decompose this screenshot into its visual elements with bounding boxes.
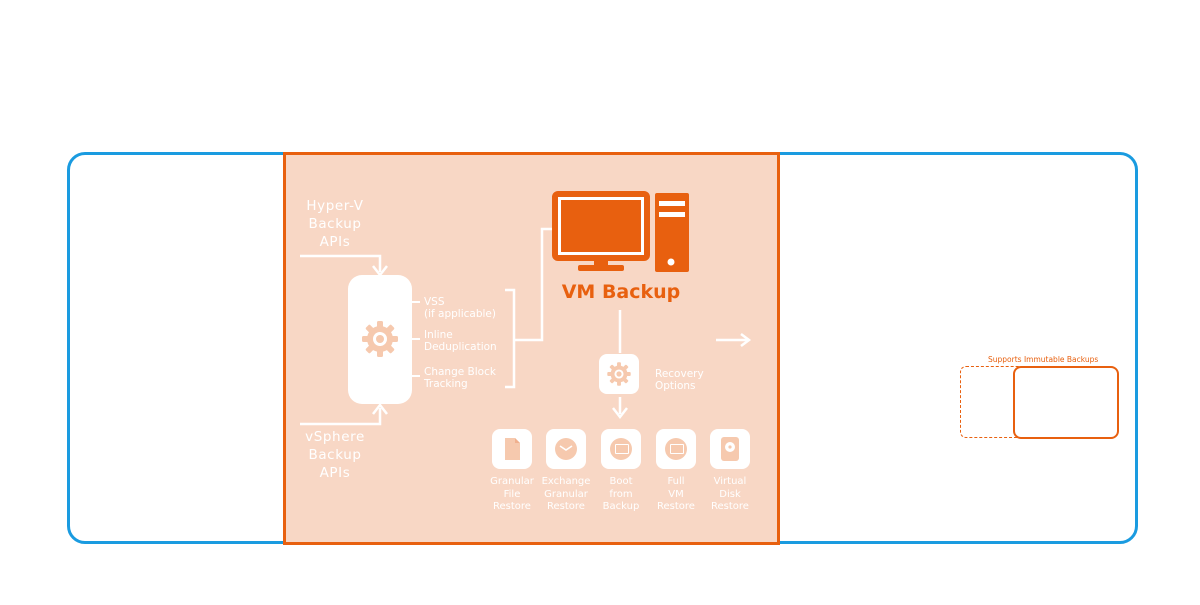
storage-dashed-outline bbox=[960, 366, 1020, 438]
gear-icon bbox=[607, 362, 631, 386]
hyperv-apis-label: Hyper-V Backup APIs bbox=[306, 198, 364, 250]
computer-icon bbox=[552, 191, 689, 272]
recovery-options-tile bbox=[599, 354, 639, 394]
vsphere-apis-label: vSphere Backup APIs bbox=[305, 429, 365, 481]
immutable-storage-box bbox=[1013, 366, 1119, 439]
granular-file-restore-tile bbox=[492, 429, 532, 469]
gear-icon bbox=[362, 321, 398, 357]
monitor-icon bbox=[665, 438, 687, 460]
monitor-icon bbox=[610, 438, 632, 460]
exchange-granular-restore-tile bbox=[546, 429, 586, 469]
virtual-disk-restore-tile bbox=[710, 429, 750, 469]
mail-icon bbox=[555, 438, 577, 460]
processing-engine bbox=[348, 275, 412, 404]
immutable-backups-label: Supports Immutable Backups bbox=[988, 355, 1099, 364]
full-vm-restore-tile bbox=[656, 429, 696, 469]
boot-from-backup-tile bbox=[601, 429, 641, 469]
file-icon bbox=[505, 438, 520, 460]
vm-backup-title: VM Backup bbox=[561, 281, 681, 303]
disk-icon bbox=[721, 437, 739, 461]
feature-vss: VSS(if applicable) bbox=[424, 296, 496, 320]
